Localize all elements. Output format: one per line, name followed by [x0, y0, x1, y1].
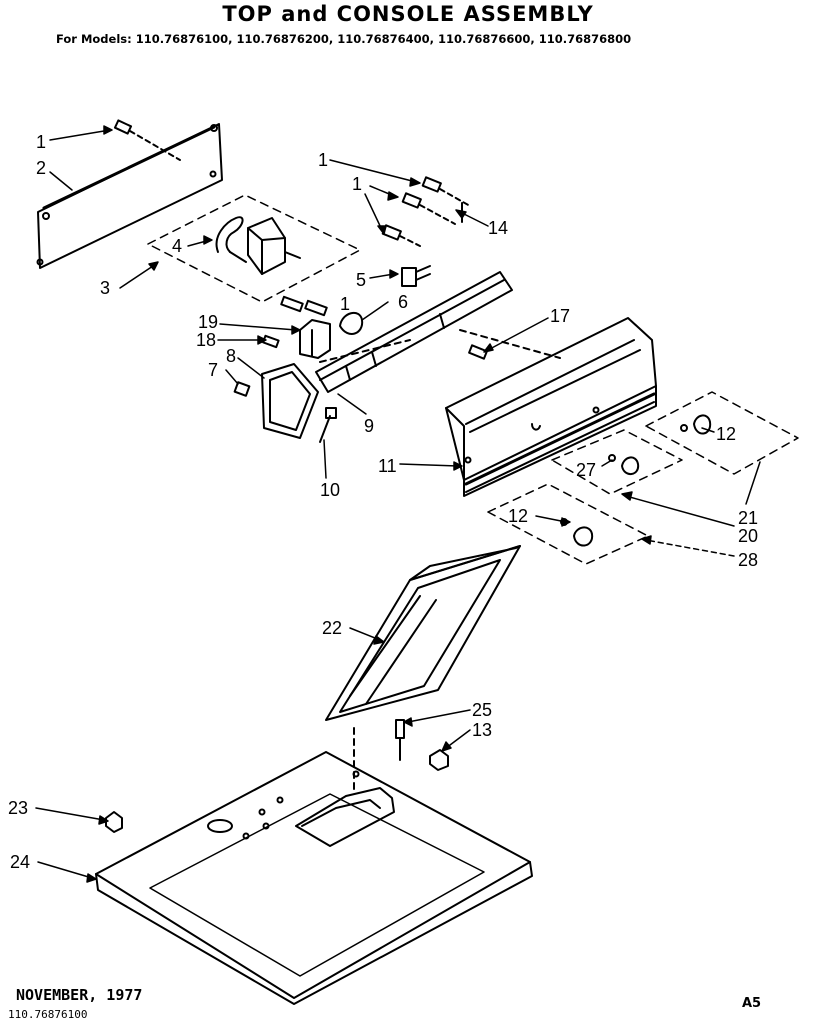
part-2-back-panel [36, 123, 223, 269]
part-9-rail [315, 271, 561, 393]
part-25-hinge-screw [395, 719, 405, 761]
leader-lines [35, 125, 761, 883]
part-10-screw [319, 407, 337, 443]
part-21-knob-group [645, 391, 799, 475]
part-8-end-cap [261, 363, 319, 439]
callout-20: 20 [738, 526, 758, 546]
part-3-timer-group [147, 194, 361, 303]
part-17-screw [468, 344, 488, 360]
diagram-title: TOP and CONSOLE ASSEMBLY [222, 2, 594, 26]
callout-19: 19 [198, 312, 218, 332]
callout-1a: 1 [36, 132, 46, 152]
callout-21: 21 [738, 508, 758, 528]
callout-28: 28 [738, 550, 758, 570]
part-24-top [95, 751, 533, 1005]
part-4-wire [215, 216, 247, 263]
callout-23: 23 [8, 798, 28, 818]
model-numbers: For Models: 110.76876100, 110.76876200, … [56, 32, 632, 46]
callout-8: 8 [226, 346, 236, 366]
page-code: A5 [742, 996, 762, 1011]
callout-6: 6 [398, 292, 408, 312]
callout-25: 25 [472, 700, 492, 720]
callout-4: 4 [172, 236, 182, 256]
part-13-nut [429, 749, 449, 771]
part-23-nut [105, 811, 123, 833]
callout-22: 22 [322, 618, 342, 638]
part-19-clip [299, 319, 331, 359]
callout-1b: 1 [318, 150, 328, 170]
part-5-switch [401, 265, 431, 287]
callout-1c: 1 [352, 174, 362, 194]
callout-3: 3 [100, 278, 110, 298]
part-1-screw-a [113, 119, 181, 161]
callout-12a: 12 [716, 424, 736, 444]
callout-5: 5 [356, 270, 366, 290]
callout-13: 13 [472, 720, 492, 740]
callout-1d: 1 [340, 294, 350, 314]
callout-14: 14 [488, 218, 508, 238]
part-18-screw [262, 334, 280, 349]
part-20-knob-group [551, 429, 683, 495]
callout-24: 24 [10, 852, 30, 872]
callout-18: 18 [196, 330, 216, 350]
callout-11: 11 [378, 456, 397, 476]
callout-27: 27 [576, 460, 596, 480]
callout-9: 9 [364, 416, 374, 436]
part-22-lid [325, 545, 521, 721]
callout-10: 10 [320, 480, 340, 500]
revision-date: NOVEMBER, 1977 [16, 986, 143, 1004]
callout-7: 7 [208, 360, 218, 380]
part-6-knob-bracket [280, 295, 364, 335]
callout-17: 17 [550, 306, 570, 326]
part-7-screw [233, 381, 251, 397]
callout-2: 2 [36, 158, 46, 178]
part-11-console-panel [445, 317, 657, 497]
callout-12b: 12 [508, 506, 528, 526]
